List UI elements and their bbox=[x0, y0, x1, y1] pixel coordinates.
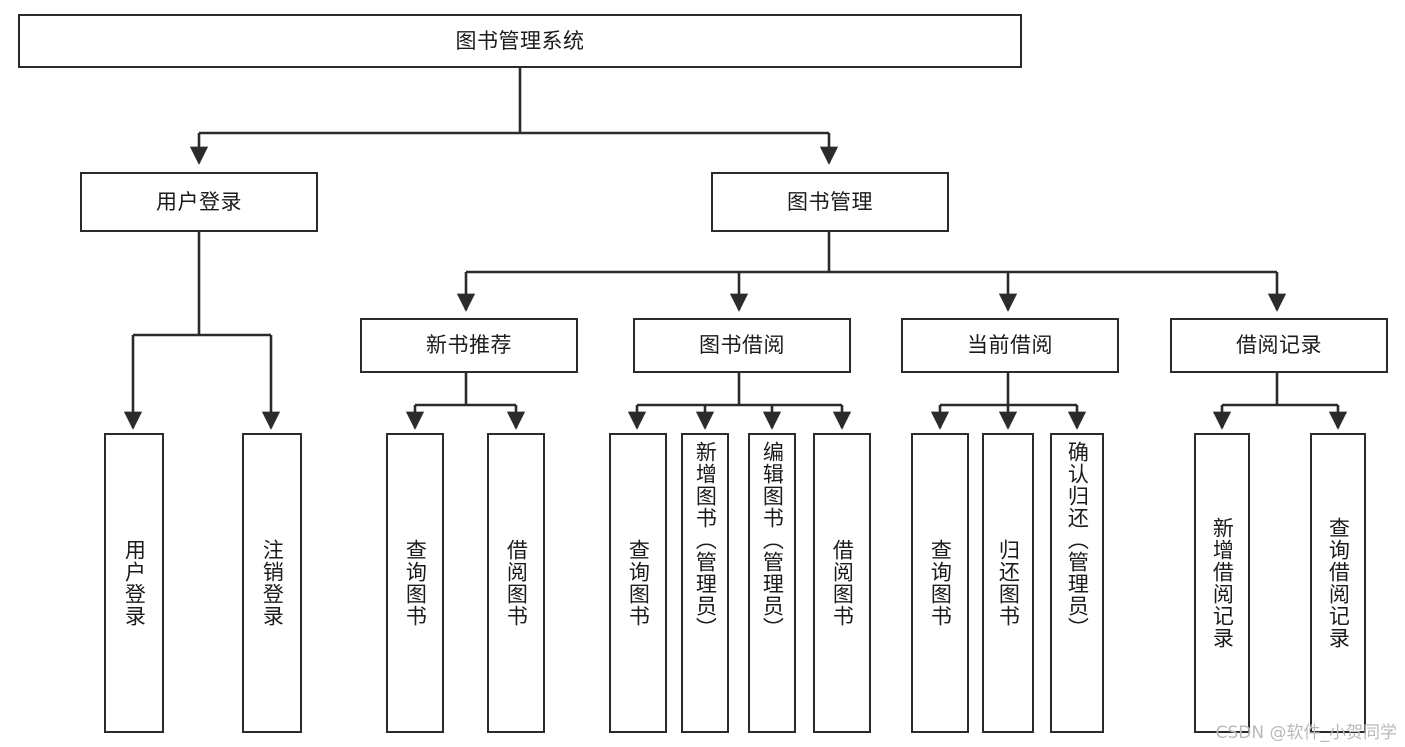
node-borrow-record[interactable]: 借阅记录 bbox=[1170, 318, 1388, 373]
node-current-borrow[interactable]: 当前借阅 bbox=[901, 318, 1119, 373]
leaf-return-book[interactable]: 归还图书 bbox=[982, 433, 1034, 733]
node-user-login[interactable]: 用户登录 bbox=[80, 172, 318, 232]
node-book-management[interactable]: 图书管理 bbox=[711, 172, 949, 232]
leaf-query-book-recommend[interactable]: 查询图书 bbox=[386, 433, 444, 733]
leaf-query-book-borrow[interactable]: 查询图书 bbox=[609, 433, 667, 733]
node-book-borrow[interactable]: 图书借阅 bbox=[633, 318, 851, 373]
leaf-user-logout[interactable]: 注销登录 bbox=[242, 433, 302, 733]
leaf-borrow-book-recommend[interactable]: 借阅图书 bbox=[487, 433, 545, 733]
leaf-query-book-current[interactable]: 查询图书 bbox=[911, 433, 969, 733]
leaf-add-book-admin[interactable]: 新增图书（管理员） bbox=[681, 433, 729, 733]
node-root[interactable]: 图书管理系统 bbox=[18, 14, 1022, 68]
leaf-edit-book-admin[interactable]: 编辑图书（管理员） bbox=[748, 433, 796, 733]
leaf-query-borrow-record[interactable]: 查询借阅记录 bbox=[1310, 433, 1366, 733]
leaf-add-borrow-record[interactable]: 新增借阅记录 bbox=[1194, 433, 1250, 733]
node-new-book-recommend[interactable]: 新书推荐 bbox=[360, 318, 578, 373]
watermark: CSDN @软件_小贺同学 bbox=[1215, 723, 1397, 743]
leaf-confirm-return-admin[interactable]: 确认归还（管理员） bbox=[1050, 433, 1104, 733]
leaf-borrow-book[interactable]: 借阅图书 bbox=[813, 433, 871, 733]
leaf-user-login[interactable]: 用户登录 bbox=[104, 433, 164, 733]
